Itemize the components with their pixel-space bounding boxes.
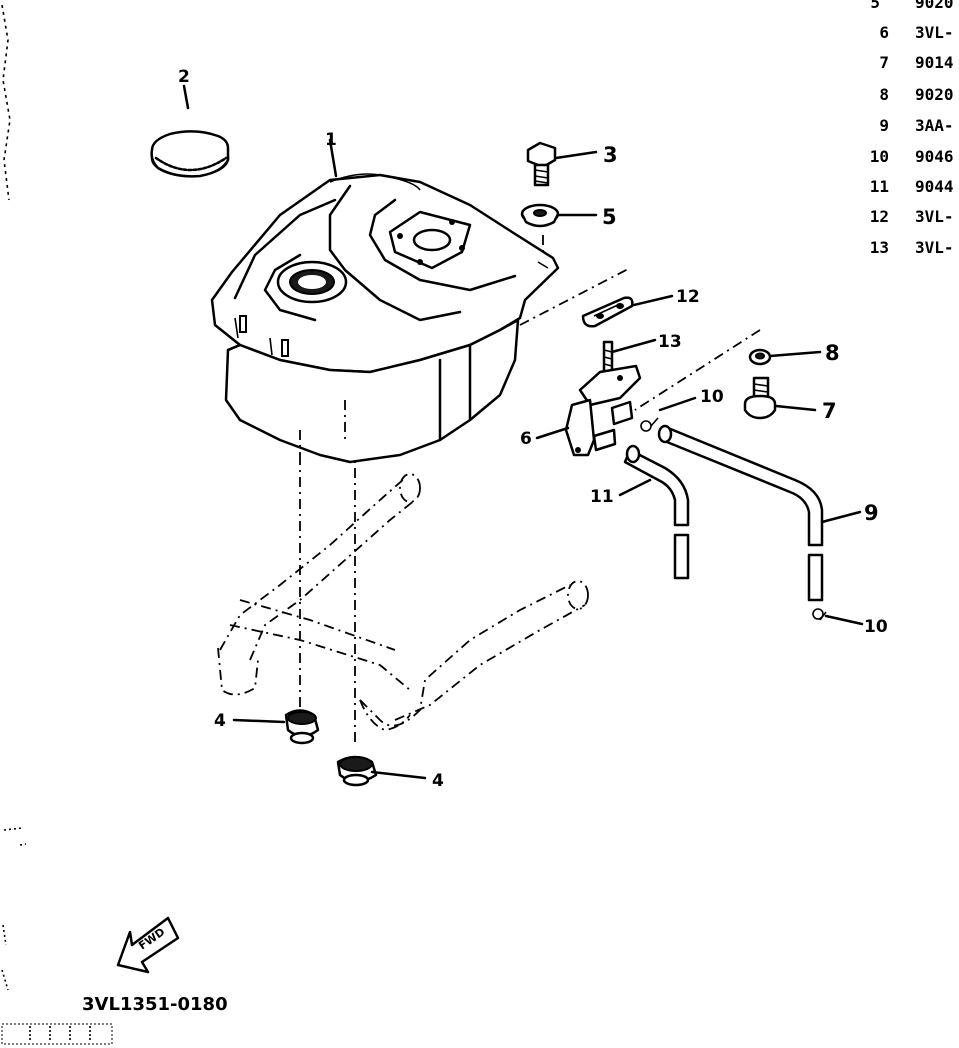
damper-left <box>284 709 320 745</box>
fuel-hose <box>623 444 690 580</box>
leader-lines <box>182 84 864 780</box>
callout-tank: 1 <box>325 130 337 150</box>
drain-screw <box>743 376 777 420</box>
parts-table-code-4: 9020 <box>915 85 954 104</box>
parts-table-code-9: 3VL- <box>915 238 954 257</box>
callout-damper-right: 4 <box>432 771 444 791</box>
callout-hose-right: 9 <box>864 501 879 525</box>
parts-table-no-1: 5 <box>870 0 880 12</box>
callout-clip-upper: 10 <box>700 387 724 407</box>
callout-washer: 8 <box>825 341 840 365</box>
parts-table-no-2: 6 <box>879 23 889 42</box>
damper-right <box>336 755 378 787</box>
fuel-cock <box>564 340 642 457</box>
callout-clip-lower: 10 <box>864 617 888 637</box>
parts-table-no-6: 10 <box>870 147 889 166</box>
callout-screw: 7 <box>822 399 837 423</box>
parts-table-no-7: 11 <box>870 177 889 196</box>
callout-damper-left: 4 <box>214 711 226 731</box>
callout-cock-bolt: 13 <box>658 332 682 352</box>
hose-clip-upper <box>640 417 659 432</box>
parts-table-code-2: 3VL- <box>915 23 954 42</box>
parts-table-no-3: 7 <box>879 53 889 72</box>
callouts: 1 2 3 5 12 13 6 8 7 10 11 9 10 4 4 <box>178 67 888 791</box>
parts-table: 5 9020 6 3VL- 7 9014 8 9020 9 3AA- 10 90… <box>870 0 954 257</box>
parts-table-code-5: 3AA- <box>915 116 954 135</box>
parts-table-code-7: 9044 <box>915 177 954 196</box>
parts-table-no-8: 12 <box>870 207 889 226</box>
scan-artifacts-bottom <box>1 1023 113 1045</box>
callout-bolt: 3 <box>603 143 618 167</box>
hose-clip-lower <box>812 608 827 621</box>
washer <box>748 348 772 366</box>
tank-bolt <box>526 141 557 187</box>
callout-hose-left: 11 <box>590 487 614 507</box>
scan-edge-noise <box>1 4 27 991</box>
callout-cap: 2 <box>178 67 190 87</box>
parts-table-code-1: 9020 <box>915 0 954 12</box>
callout-bracket-plate: 12 <box>676 287 700 307</box>
parts-table-code-6: 9046 <box>915 147 954 166</box>
parts-table-no-5: 9 <box>879 116 889 135</box>
parts-table-no-9: 13 <box>870 238 889 257</box>
fuel-tank <box>210 173 560 464</box>
vacuum-hose <box>657 424 824 602</box>
diagram-code: 3VL1351-0180 <box>82 994 228 1015</box>
damper-top <box>520 203 560 228</box>
callout-cock: 6 <box>520 429 532 449</box>
parts-table-code-8: 3VL- <box>915 207 954 226</box>
fwd-arrow: FWD <box>116 916 180 974</box>
filler-cap <box>150 130 230 178</box>
bracket-plate <box>581 296 634 328</box>
callout-damper-top: 5 <box>602 205 617 229</box>
frame <box>217 473 589 731</box>
parts-table-code-3: 9014 <box>915 53 954 72</box>
parts-table-no-4: 8 <box>879 85 889 104</box>
